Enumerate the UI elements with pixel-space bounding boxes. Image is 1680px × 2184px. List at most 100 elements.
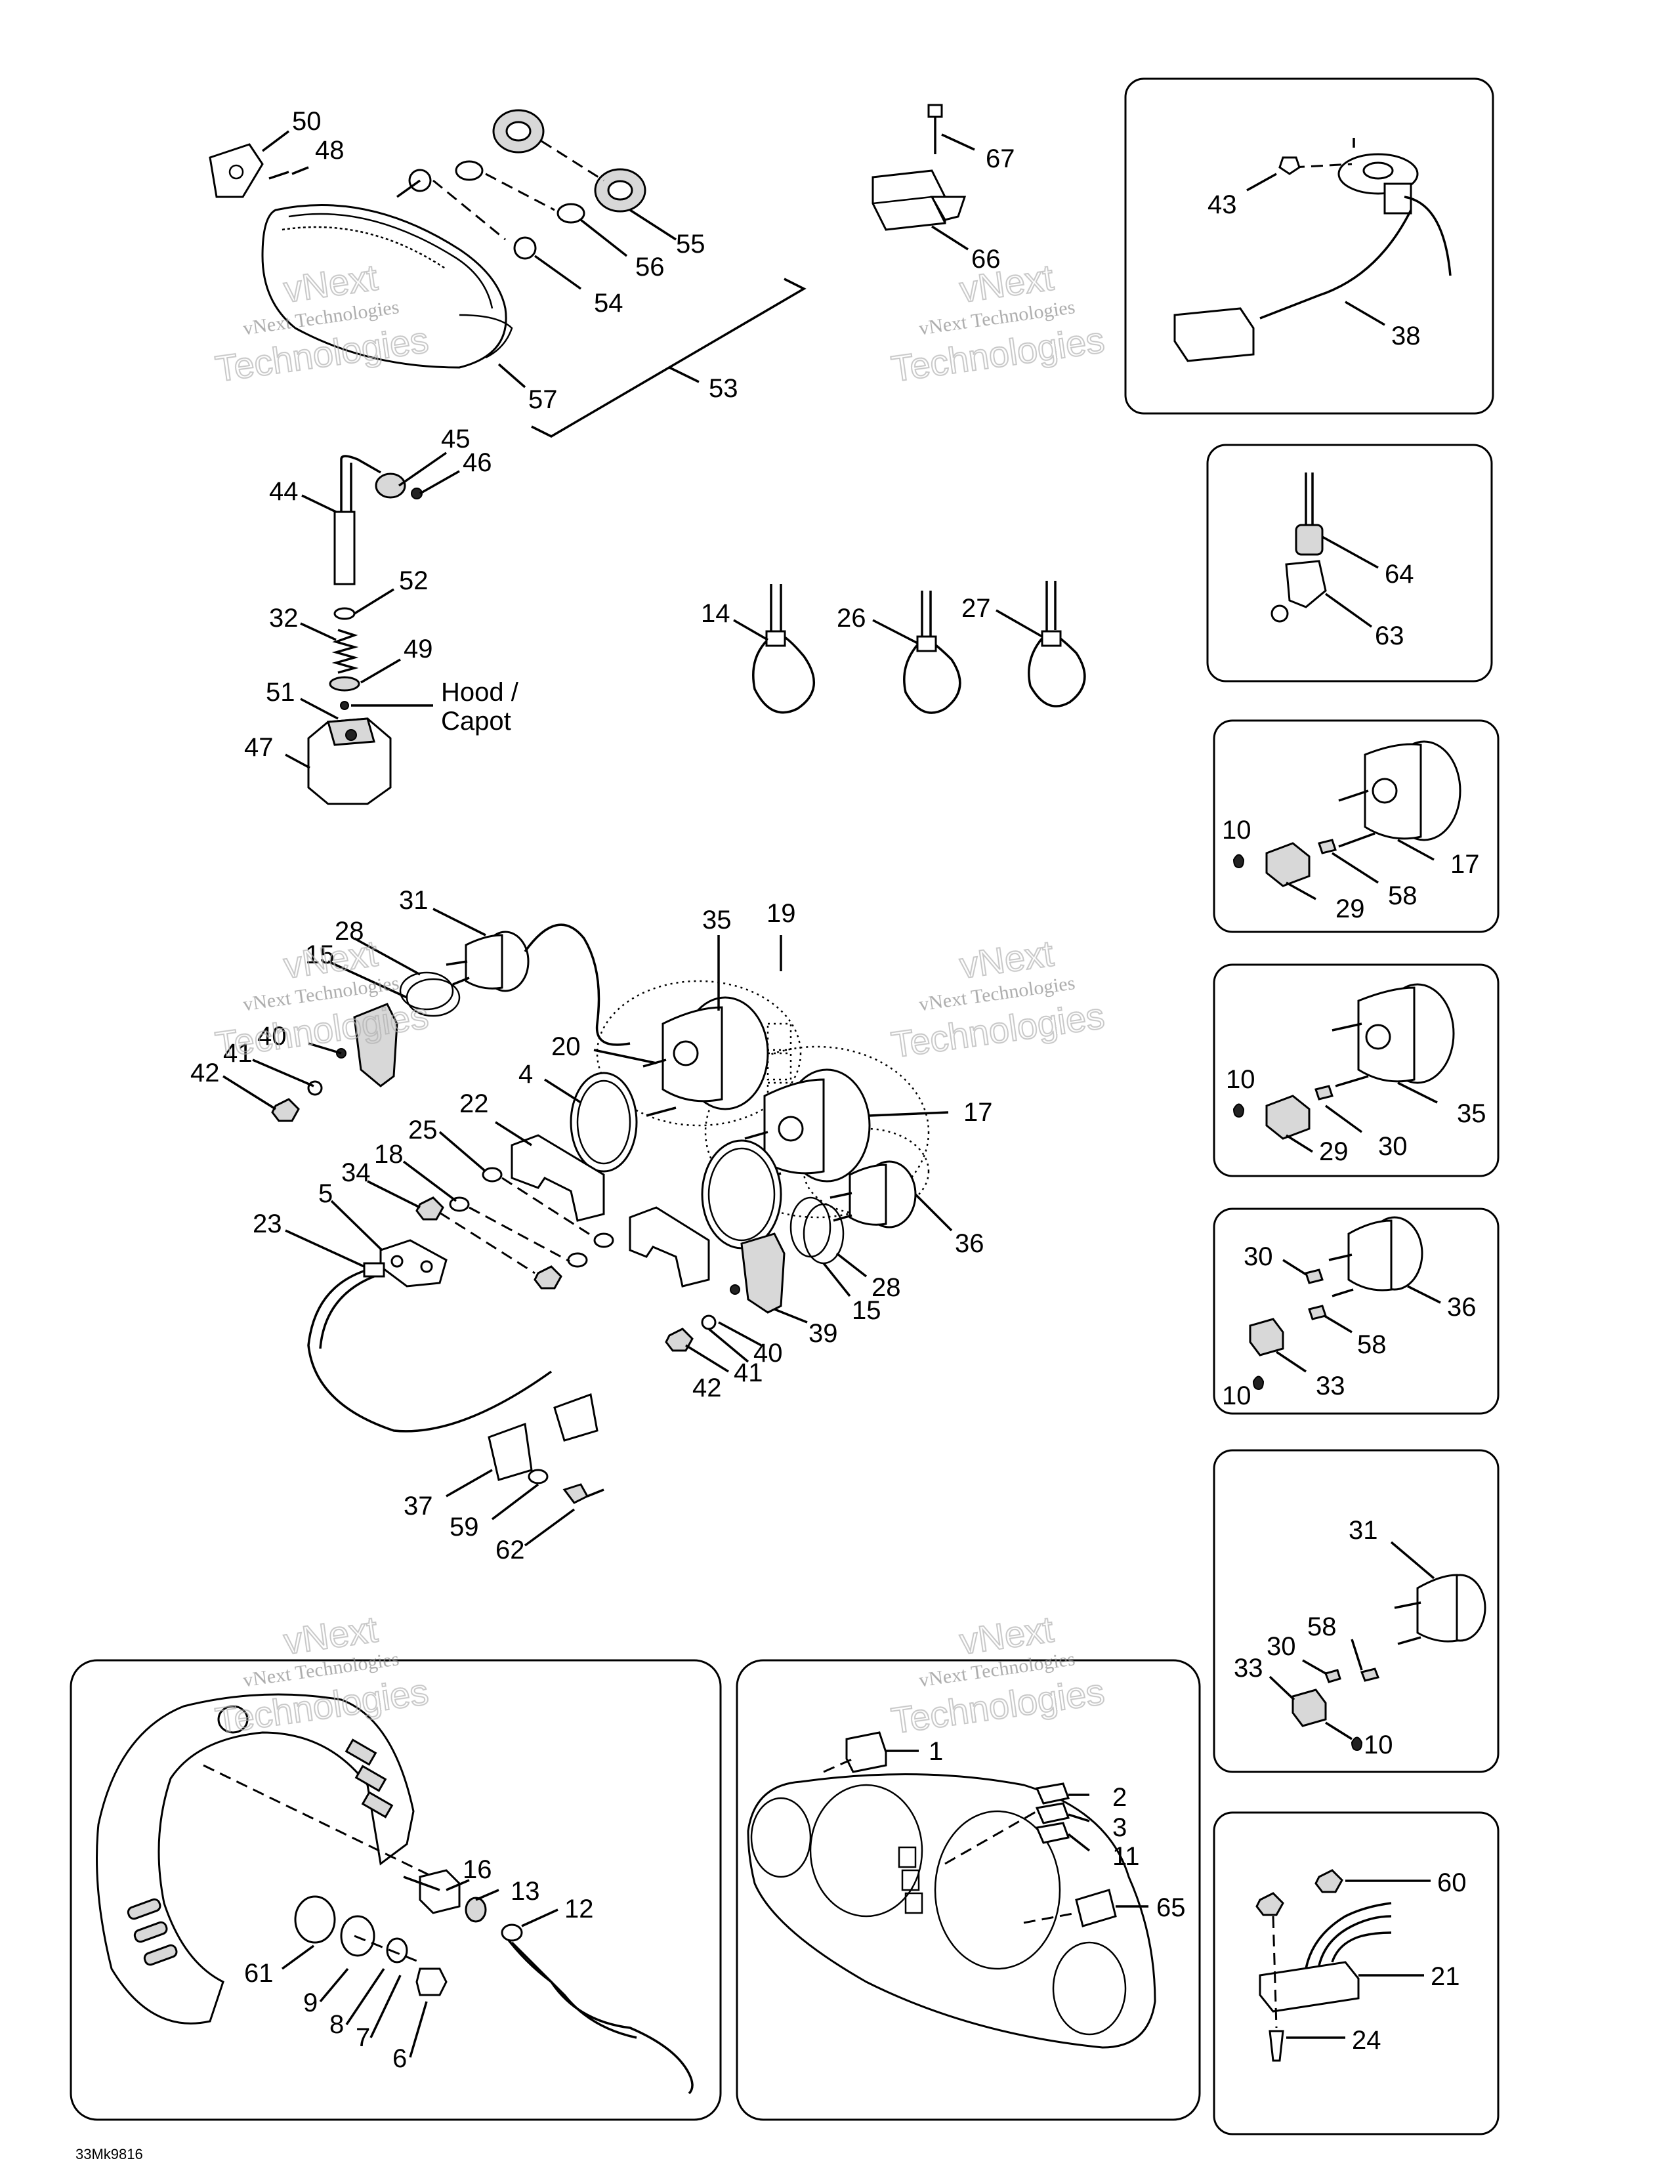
label-32: 32 [269,604,299,633]
label-box5-33: 33 [1316,1372,1345,1400]
label-26: 26 [837,604,866,633]
label-28b: 28 [872,1273,901,1302]
label-35: 35 [702,906,732,934]
cable-ties [733,581,1086,714]
label-40b: 40 [753,1339,783,1368]
sensor-assembly [1173,138,1452,362]
detail-box-ignition [70,1659,722,2121]
label-5: 5 [318,1179,333,1208]
detail-box-valve [1206,444,1493,682]
ignition-assembly [96,1693,694,2095]
label-7: 7 [356,2023,370,2052]
label-67: 67 [986,144,1015,173]
label-28a: 28 [335,917,364,946]
label-box7-60: 60 [1437,1868,1467,1897]
watermark-group: vNext vNext Technologies Technologies vN… [212,255,1107,1742]
label-27: 27 [961,594,991,623]
label-16: 16 [463,1855,492,1884]
label-50: 50 [292,107,322,136]
detail-box-gauge-35 [1213,963,1500,1177]
gauge-31-detail [1269,1541,1486,1752]
label-11: 11 [1112,1842,1140,1871]
label-8: 8 [329,2010,344,2039]
label-23: 23 [253,1209,282,1238]
label-1: 1 [929,1737,943,1766]
label-hood-line1: Hood / [441,678,519,707]
label-45: 45 [441,425,471,453]
label-box4-30: 30 [1378,1132,1408,1161]
label-34: 34 [341,1158,371,1187]
detail-box-gauge-36 [1213,1208,1500,1415]
label-14: 14 [701,599,730,628]
label-41b: 41 [734,1358,763,1387]
label-18: 18 [374,1140,404,1169]
label-17: 17 [963,1098,993,1127]
label-49: 49 [404,635,433,663]
label-41a: 41 [223,1039,253,1068]
label-15a: 15 [305,940,335,969]
label-47: 47 [244,733,274,762]
label-42a: 42 [190,1059,220,1087]
gauge-cluster-assembly [222,908,953,1547]
detail-box-gauge-31 [1213,1449,1500,1773]
label-39: 39 [808,1319,838,1348]
label-13: 13 [511,1877,540,1906]
label-37: 37 [404,1492,433,1521]
label-box4-10: 10 [1226,1065,1255,1094]
dash-panel-assembly [747,1731,1156,2049]
label-box3-29: 29 [1335,894,1365,923]
label-61: 61 [244,1959,274,1988]
label-box6-30: 30 [1267,1632,1296,1661]
label-box5-58: 58 [1357,1330,1387,1359]
label-20: 20 [551,1032,581,1061]
label-56: 56 [635,253,665,282]
label-22: 22 [459,1089,489,1118]
detail-box-sensor [1124,77,1494,415]
gauge-17-detail [1232,740,1461,900]
label-55: 55 [676,230,705,259]
label-48: 48 [315,136,345,165]
label-15b: 15 [852,1296,881,1325]
label-box3-10: 10 [1222,816,1251,845]
label-box7-24: 24 [1352,2026,1381,2055]
gauge-36-detail [1249,1216,1441,1391]
label-box5-10: 10 [1222,1381,1251,1410]
valve-assembly [1270,472,1379,628]
label-52: 52 [399,566,429,595]
label-64: 64 [1385,560,1414,589]
detail-box-gauge-17 [1213,719,1500,933]
hood-latch-assembly [285,452,460,805]
label-4: 4 [518,1060,533,1089]
label-54: 54 [594,289,623,318]
label-9: 9 [303,1988,318,2017]
label-box7-21: 21 [1431,1962,1460,1991]
label-53: 53 [709,374,738,403]
label-box6-58: 58 [1307,1612,1337,1641]
label-hood-line2: Capot [441,707,511,736]
label-42b: 42 [692,1374,722,1402]
label-6: 6 [392,2044,407,2073]
label-3: 3 [1112,1813,1127,1842]
headlight-assembly [209,109,807,438]
label-66: 66 [971,245,1001,274]
label-box4-29: 29 [1319,1137,1349,1166]
label-box5-36: 36 [1447,1293,1477,1322]
label-57: 57 [528,385,558,414]
label-25: 25 [408,1116,438,1144]
label-box6-33: 33 [1234,1654,1263,1683]
label-box6-31: 31 [1349,1516,1378,1545]
relay-assembly [872,104,975,251]
label-40a: 40 [257,1022,287,1051]
label-62: 62 [495,1536,525,1564]
label-12: 12 [564,1895,594,1923]
label-19: 19 [766,899,796,928]
label-46: 46 [463,448,492,477]
label-43: 43 [1208,190,1237,219]
label-63: 63 [1375,621,1404,650]
label-59: 59 [450,1513,479,1542]
label-2: 2 [1112,1783,1127,1812]
diagram-code: 33Mk9816 [75,2146,143,2162]
label-51: 51 [266,678,295,707]
gauge-35-detail [1232,983,1455,1153]
label-38: 38 [1391,322,1421,350]
